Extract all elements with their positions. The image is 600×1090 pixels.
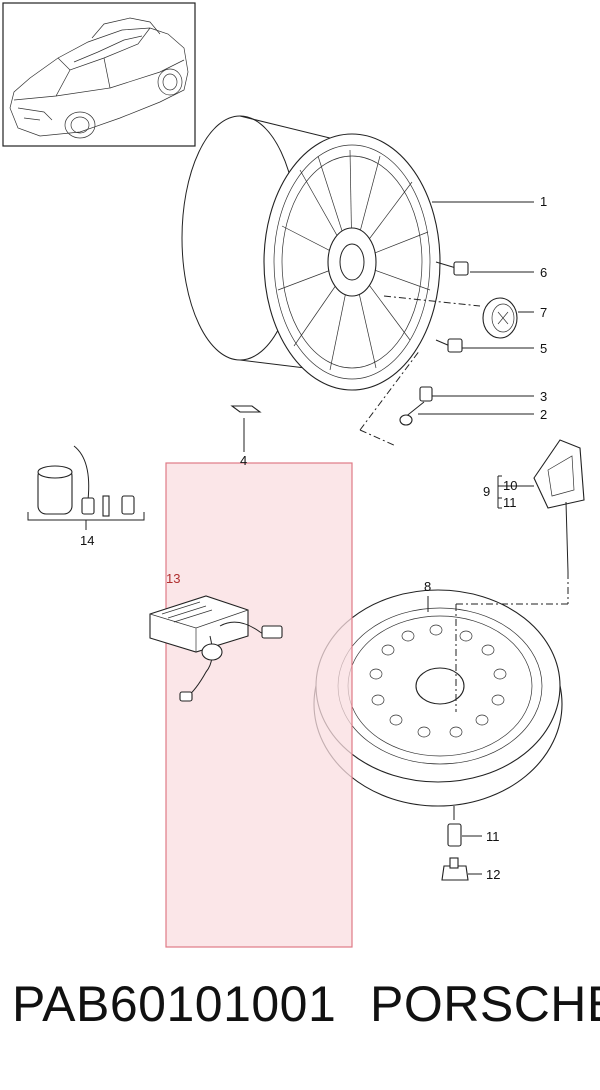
callout-6: 6 <box>540 265 547 280</box>
alloy-wheel <box>181 115 441 391</box>
tyre-sealant-kit <box>27 445 145 530</box>
callout-3: 3 <box>540 389 547 404</box>
part-number: PAB60101001 <box>12 976 337 1032</box>
callout-1: 1 <box>540 194 547 209</box>
callout-7: 7 <box>540 305 547 320</box>
wheel-bolt <box>435 261 469 276</box>
callout-13: 13 <box>166 571 180 586</box>
callout-4: 4 <box>240 453 247 468</box>
callout-5: 5 <box>540 341 547 356</box>
centre-cap <box>482 297 518 339</box>
balance-weight <box>230 405 262 413</box>
spare-wheel-nut <box>441 857 469 881</box>
callout-8: 8 <box>424 579 431 594</box>
spare-wheel-bolt <box>447 806 462 847</box>
footer: PAB60101001 PORSCHE <box>0 975 600 1065</box>
callout-11-bracket: 11 <box>503 495 517 510</box>
callout-10: 10 <box>503 478 517 493</box>
wheel-bolt-lower <box>435 338 463 353</box>
bolt-leader <box>383 295 481 307</box>
callout-14: 14 <box>80 533 94 548</box>
callout-labels: 1 6 7 5 3 2 4 9 10 11 14 13 8 11 12 <box>80 194 547 882</box>
callout-9: 9 <box>483 484 490 499</box>
callout-2: 2 <box>540 407 547 422</box>
callout-12: 12 <box>486 867 500 882</box>
parts-diagram: 1 6 7 5 3 2 4 9 10 11 14 13 8 11 12 <box>2 2 585 948</box>
tyre-valve <box>359 349 433 447</box>
control-unit <box>149 595 283 702</box>
leader-lines <box>243 201 534 875</box>
brand-name: PORSCHE <box>370 976 600 1032</box>
vehicle-thumbnail <box>2 2 196 147</box>
callout-11: 11 <box>486 829 500 844</box>
car-jack <box>497 439 585 573</box>
highlight-box <box>165 462 353 948</box>
